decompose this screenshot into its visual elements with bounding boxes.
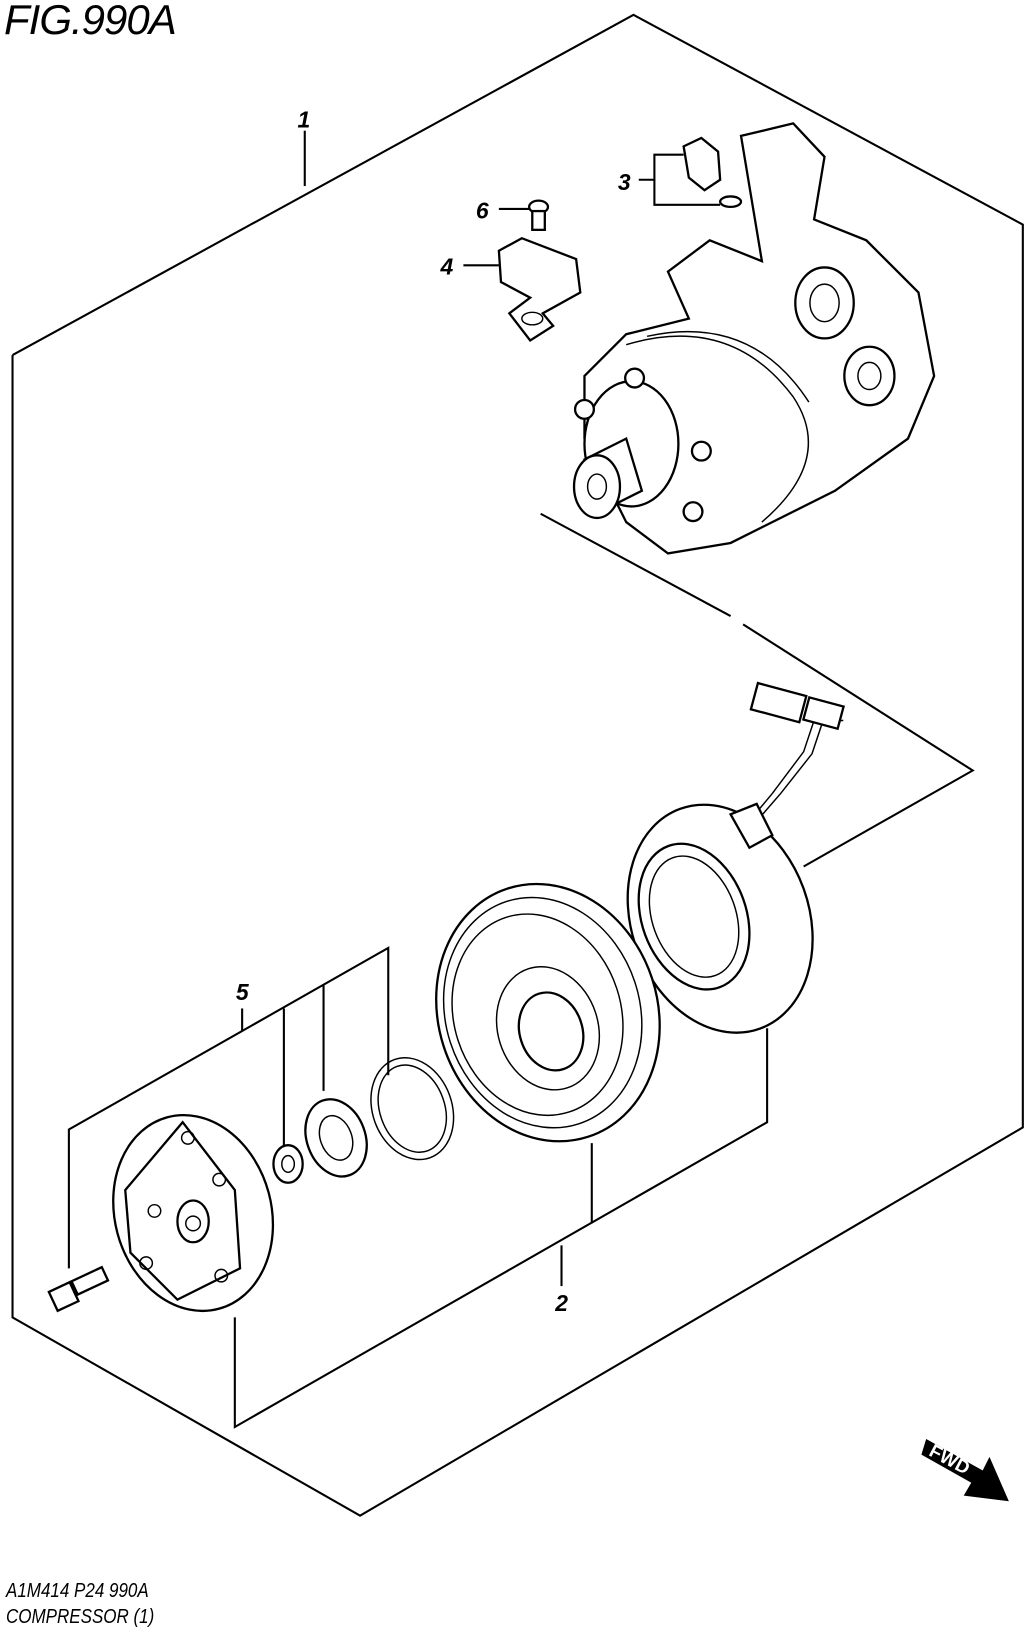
leader-2-main xyxy=(233,1028,769,1429)
fwd-direction-badge: FWD xyxy=(921,1439,1009,1502)
washer xyxy=(272,1144,304,1184)
shim xyxy=(304,1098,368,1178)
fitting-part-3 xyxy=(682,136,743,209)
leader-compressor xyxy=(540,512,732,617)
callout-6: 6 xyxy=(476,197,489,223)
leader-3a xyxy=(638,153,684,181)
diagram-caption: COMPRESSOR (1) xyxy=(6,1606,155,1628)
armature-bolt xyxy=(47,1265,110,1313)
compressor-body xyxy=(572,122,936,555)
leader-5-main xyxy=(67,946,390,1269)
callout-5: 5 xyxy=(236,979,250,1005)
armature-plate xyxy=(112,1113,275,1313)
assembly-outline xyxy=(11,13,1024,1517)
figure-title: FIG.990A xyxy=(4,0,177,43)
callout-2: 2 xyxy=(554,1290,568,1316)
bolt-part-6 xyxy=(528,199,550,232)
leader-coil xyxy=(742,623,975,868)
snap-ring xyxy=(370,1057,455,1161)
fwd-label: FWD xyxy=(926,1440,974,1479)
pulley xyxy=(435,882,661,1143)
magnet-clutch-coil xyxy=(626,681,845,1034)
bracket-part-4 xyxy=(497,236,582,343)
diagram-code: A1M414 P24 990A xyxy=(6,1580,149,1602)
callout-4: 4 xyxy=(439,254,453,280)
callout-3: 3 xyxy=(618,169,631,195)
leader-3b xyxy=(653,179,721,206)
callout-1: 1 xyxy=(297,107,310,133)
